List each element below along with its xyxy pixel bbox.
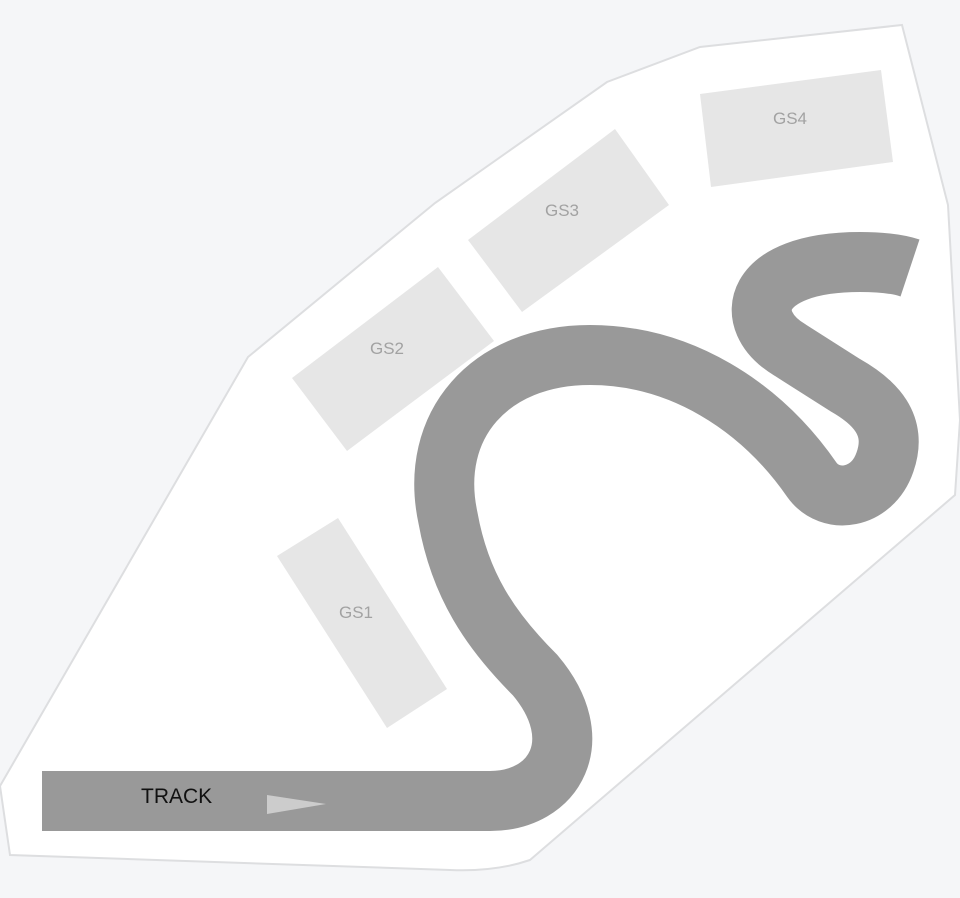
grandstand-gs4[interactable]: GS4 xyxy=(700,70,893,187)
track-label: TRACK xyxy=(141,785,212,808)
start-direction-arrow-icon xyxy=(267,795,326,814)
grandstand-label: GS1 xyxy=(339,603,373,622)
grandstand-label: GS2 xyxy=(370,339,404,358)
grandstand-gs3[interactable]: GS3 xyxy=(468,129,669,312)
grandstand-gs2[interactable]: GS2 xyxy=(292,267,494,451)
grandstand-label: GS4 xyxy=(773,109,807,128)
grandstand-label: GS3 xyxy=(545,201,579,220)
grandstand-gs1[interactable]: GS1 xyxy=(277,518,447,728)
race-track xyxy=(42,232,920,831)
